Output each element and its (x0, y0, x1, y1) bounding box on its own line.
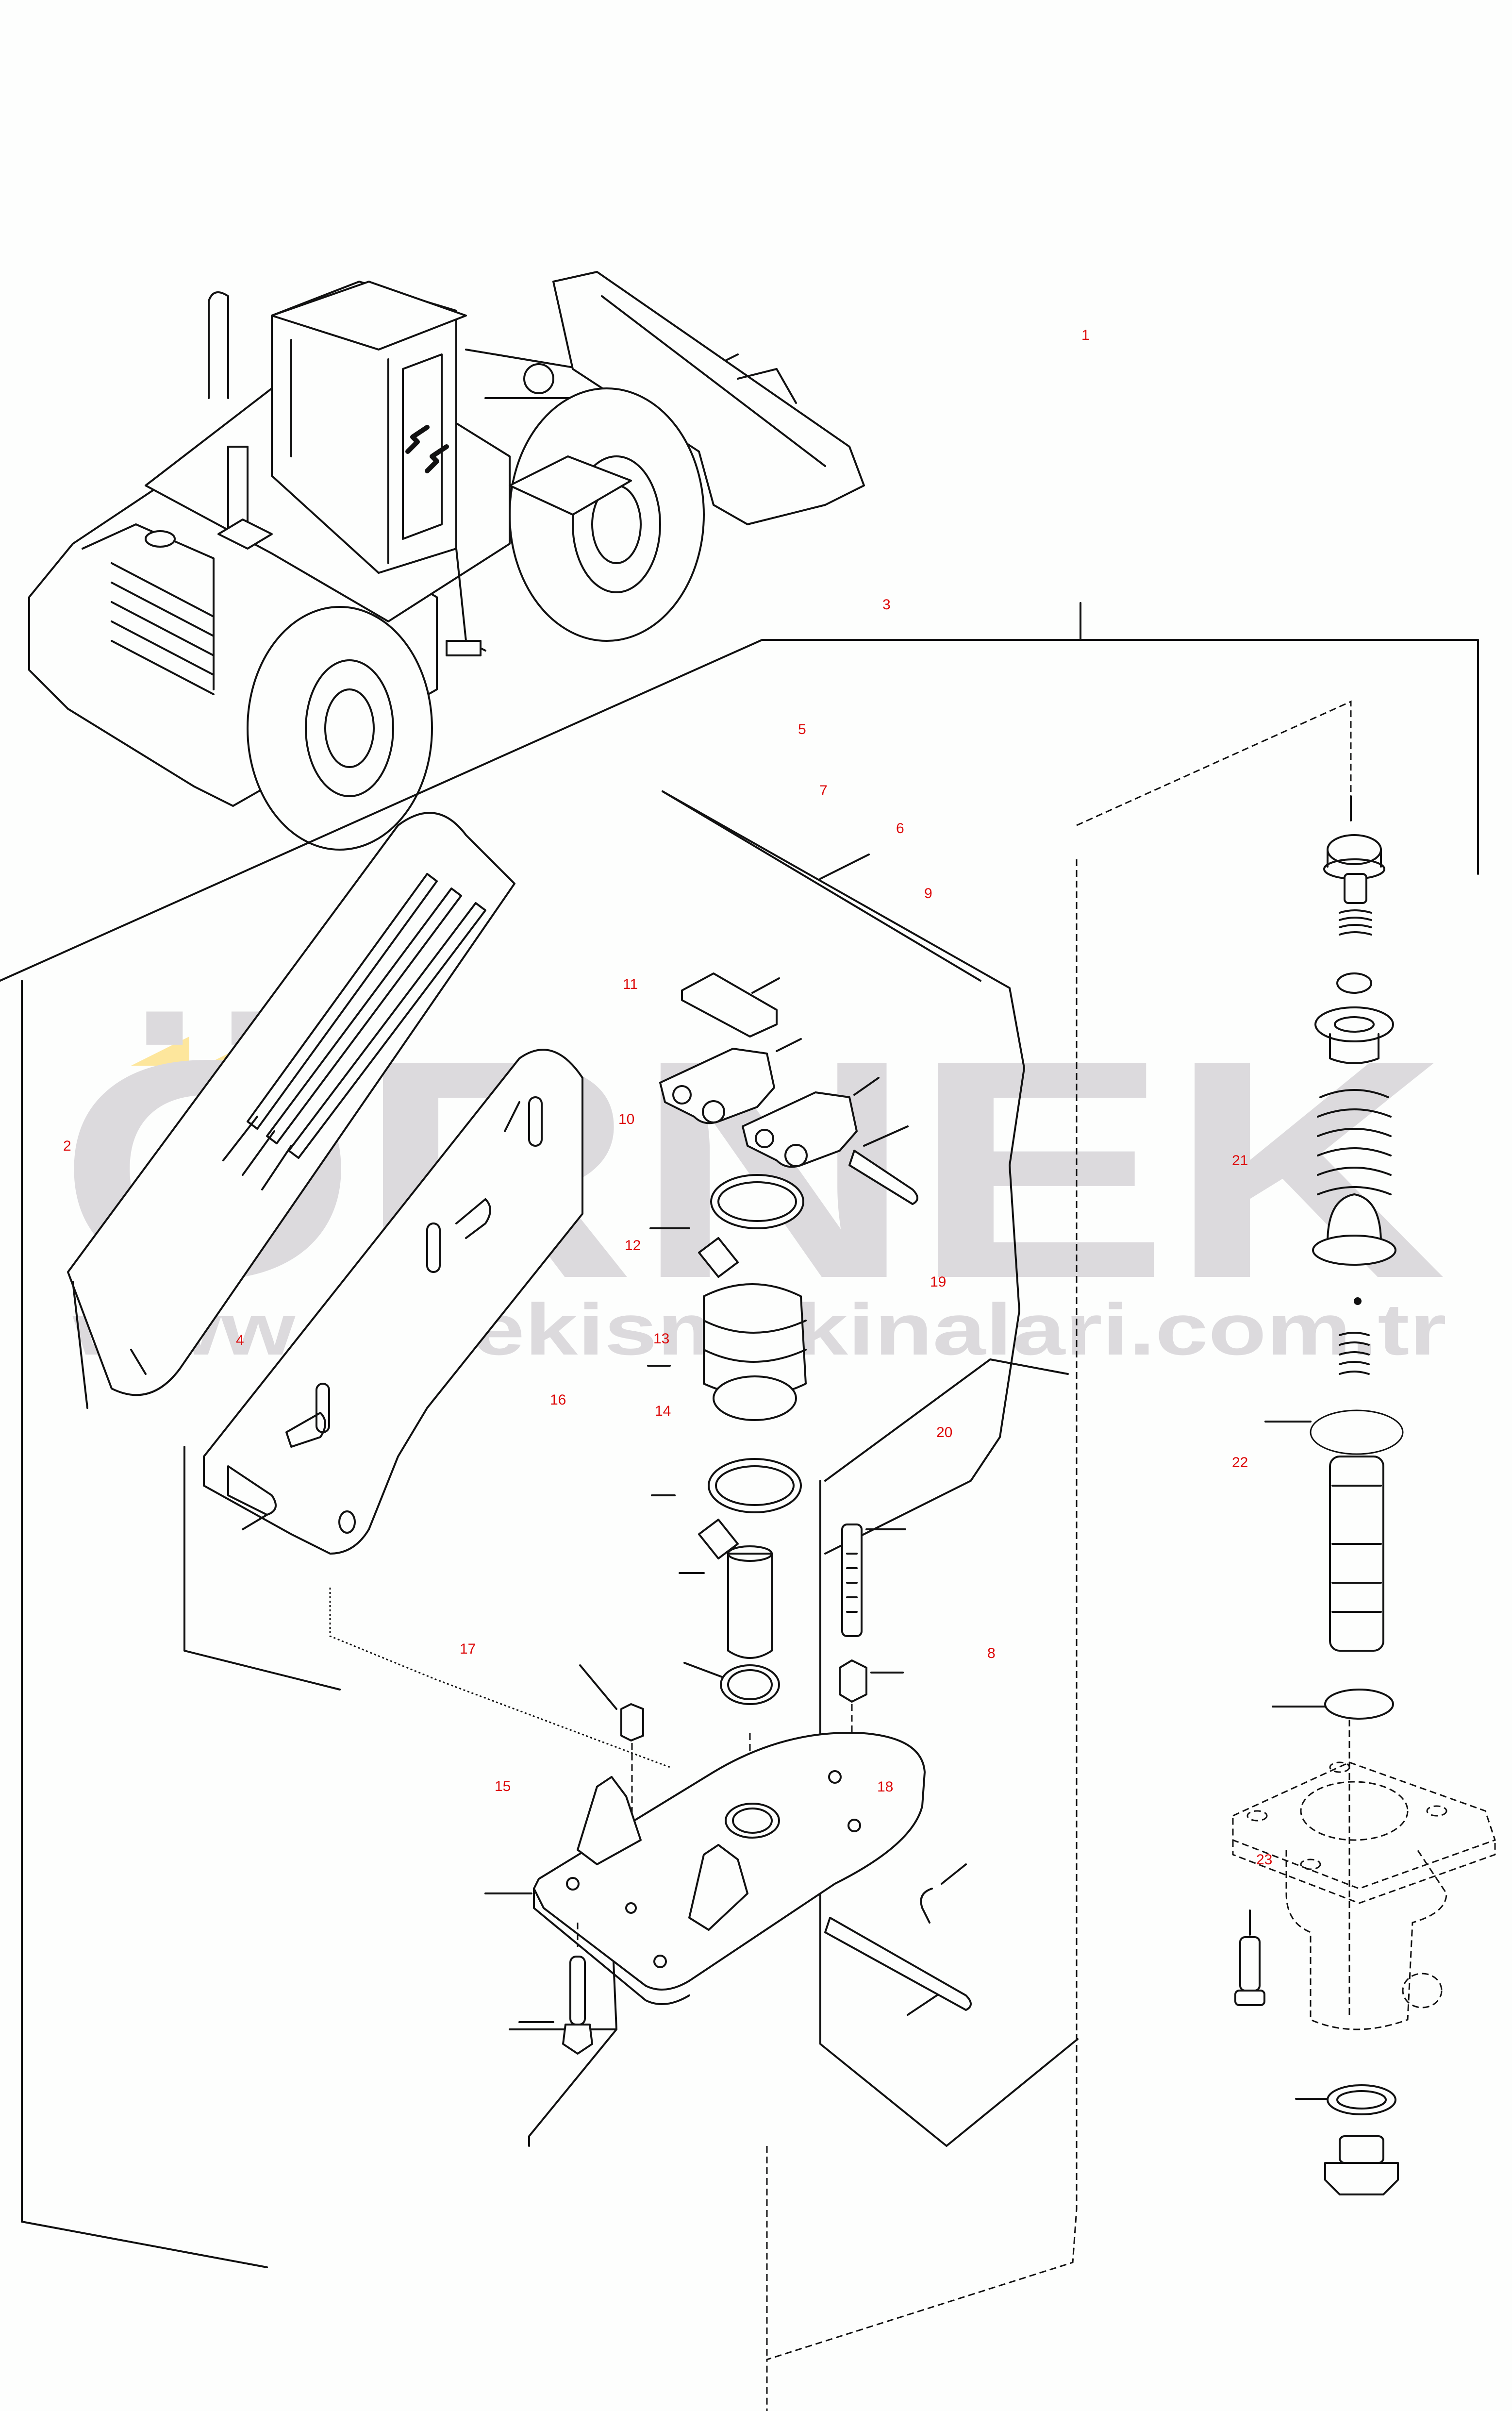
callout-6: 6 (896, 820, 904, 837)
callout-19: 19 (930, 1274, 946, 1290)
callout-3: 3 (882, 597, 891, 613)
pedal-bracket-plate (484, 1732, 972, 2055)
callout-1: 1 (1081, 327, 1090, 343)
callout-9: 9 (924, 886, 932, 902)
pedal-linkage (649, 972, 918, 1278)
boot-assembly (647, 1283, 807, 1855)
callout-20: 20 (936, 1424, 952, 1440)
callout-4: 4 (236, 1332, 244, 1348)
brake-valve-stack (1264, 795, 1404, 1720)
brake-pedal-pad (67, 812, 515, 1409)
brake-pedal-arm (203, 1049, 583, 1555)
callout-23: 23 (1256, 1852, 1272, 1868)
brake-valve-housing (1232, 1761, 1496, 2195)
callout-5: 5 (798, 721, 806, 737)
callout-7: 7 (819, 783, 828, 799)
wheel-loader-illustration (28, 271, 865, 851)
callout-18: 18 (877, 1779, 893, 1795)
callout-13: 13 (653, 1331, 669, 1347)
callout-15: 15 (495, 1778, 511, 1794)
callout-8: 8 (987, 1645, 996, 1661)
callout-2: 2 (63, 1138, 71, 1154)
callout-12: 12 (625, 1238, 641, 1254)
callout-21: 21 (1232, 1153, 1248, 1169)
callout-11: 11 (623, 976, 638, 992)
callout-labels: 1 2 3 4 5 6 7 8 9 10 11 12 13 14 15 16 1… (63, 327, 1272, 1868)
callout-22: 22 (1232, 1455, 1248, 1471)
callout-16: 16 (550, 1392, 566, 1408)
callout-14: 14 (655, 1403, 671, 1419)
watermark-accent-left (131, 1037, 189, 1066)
callout-10: 10 (618, 1111, 634, 1127)
callout-17: 17 (460, 1641, 476, 1657)
